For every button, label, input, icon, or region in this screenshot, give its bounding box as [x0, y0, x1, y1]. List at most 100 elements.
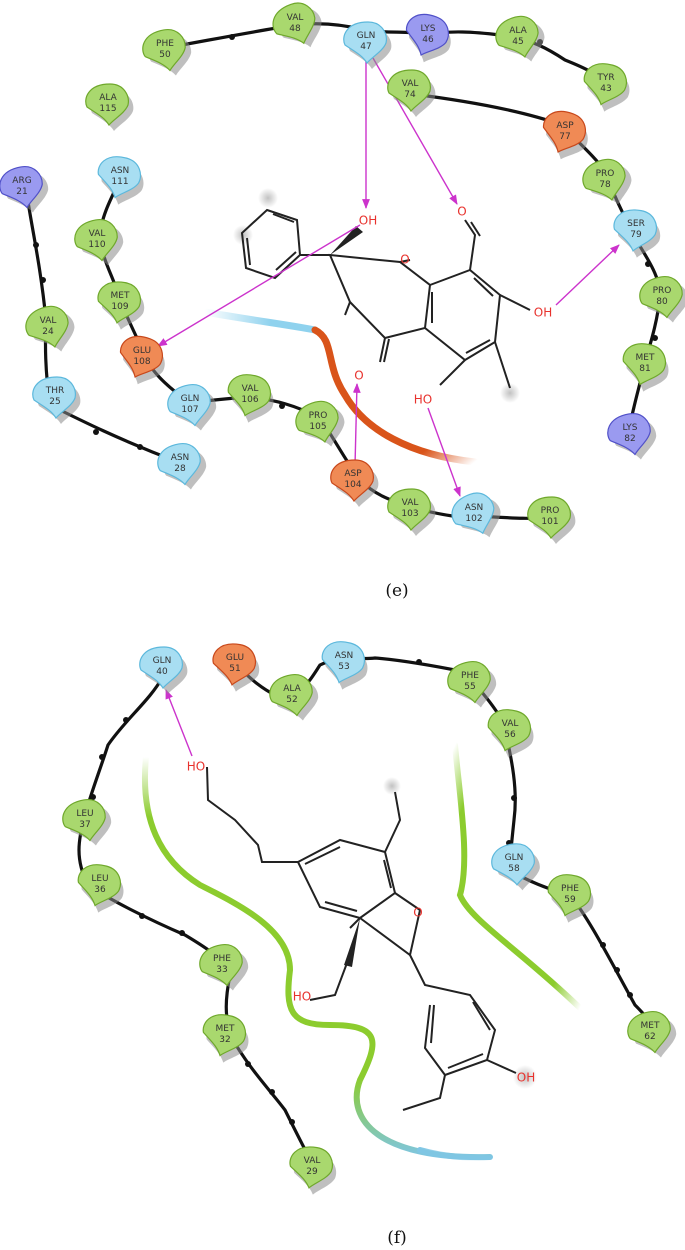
- residue-shape: [212, 643, 260, 692]
- panel-e: OH O O OH O HO VAL48GLN47LYS46ALA45TYR43…: [0, 2, 685, 601]
- residue-name: GLU: [133, 346, 151, 356]
- backbone-dots-f: [90, 659, 633, 1125]
- residue-number: 50: [159, 50, 171, 60]
- residue-number: 33: [216, 965, 227, 975]
- residue-number: 47: [360, 42, 371, 52]
- residue-shape: [142, 29, 192, 76]
- residue-shape: [202, 1014, 249, 1063]
- residue-name: PRO: [596, 169, 615, 179]
- residue-number: 51: [229, 664, 240, 674]
- residue-shape: [622, 343, 669, 392]
- residue-name: PHE: [561, 884, 579, 894]
- atom-o-ring-f: O: [413, 906, 422, 920]
- residue-name: ALA: [509, 26, 527, 36]
- residue-name: ASP: [344, 469, 362, 479]
- residue-number: 36: [94, 885, 106, 895]
- residue-number: 37: [79, 820, 90, 830]
- ligand-bonds-f: [206, 766, 517, 1111]
- residue-number: 53: [338, 662, 349, 672]
- residue-number: 46: [422, 35, 434, 45]
- residue-number: 103: [401, 509, 418, 519]
- residue-number: 111: [111, 177, 128, 187]
- residue-shape: [527, 496, 576, 544]
- residue-shape: [62, 799, 112, 846]
- residue-shape: [167, 384, 217, 431]
- residue-name: ASN: [171, 453, 190, 463]
- residue-shape: [272, 2, 322, 48]
- residues-e: VAL48GLN47LYS46ALA45TYR43PHE50VAL74ASP77…: [0, 2, 685, 544]
- residue-name: PRO: [653, 286, 672, 296]
- residue-name: GLU: [226, 653, 244, 663]
- residue-name: PHE: [213, 954, 231, 964]
- residue-name: LEU: [76, 809, 93, 819]
- residue-shape: [387, 69, 436, 117]
- residue-name: MET: [111, 291, 130, 301]
- residue-name: GLN: [181, 394, 200, 404]
- residue-number: 48: [289, 24, 301, 34]
- residue-name: VAL: [304, 1156, 321, 1166]
- pocket-surface-polar-f: [417, 1147, 495, 1161]
- residue-number: 106: [241, 395, 258, 405]
- residue-name: PRO: [309, 411, 328, 421]
- residue-name: VAL: [287, 13, 304, 23]
- residue-name: TYR: [596, 73, 614, 83]
- residue-shape: [74, 219, 124, 266]
- residue-shape: [607, 413, 657, 460]
- residues-f: GLN40GLU51ALA52ASN53PHE55VAL56LEU37LEU36…: [62, 641, 677, 1195]
- residue-name: THR: [45, 386, 65, 396]
- residue-name: LEU: [91, 874, 108, 884]
- residue-shape: [97, 281, 145, 330]
- residue-number: 21: [16, 187, 27, 197]
- residue-shape: [451, 492, 501, 538]
- residue-shape: [343, 21, 392, 69]
- residue-name: LYS: [622, 423, 637, 433]
- residue-number: 104: [344, 480, 361, 490]
- residue-shape: [97, 156, 144, 205]
- residue-name: LYS: [420, 24, 435, 34]
- residue-shape: [199, 944, 249, 991]
- residue-name: GLN: [153, 656, 172, 666]
- residue-name: ALA: [283, 684, 301, 694]
- ligand-bonds-e: [240, 208, 531, 389]
- residue-name: ASP: [556, 121, 574, 131]
- caption-e: (e): [385, 581, 408, 601]
- residue-shape: [77, 864, 124, 913]
- residue-number: 43: [600, 84, 611, 94]
- residue-number: 62: [644, 1032, 655, 1042]
- residue-number: 40: [156, 667, 168, 677]
- residue-name: MET: [636, 353, 655, 363]
- atom-ho-2: HO: [293, 990, 311, 1004]
- residue-number: 108: [133, 357, 150, 367]
- residue-shape: [639, 276, 685, 323]
- residue-shape: [583, 63, 630, 112]
- residue-shape: [487, 709, 534, 758]
- hbond-arrows-f: [165, 689, 193, 757]
- residue-shape: [85, 83, 134, 131]
- residue-shape: [542, 110, 588, 160]
- residue-name: VAL: [502, 719, 519, 729]
- residue-shape: [405, 13, 451, 63]
- residue-shape: [495, 15, 545, 62]
- residue-number: 78: [599, 180, 611, 190]
- panel-f: HO O HO OH GLN40GLU51ALA52ASN53PHE55VAL5…: [62, 641, 677, 1248]
- residue-name: GLN: [357, 31, 376, 41]
- residue-shape: [330, 459, 379, 507]
- residue-number: 107: [181, 405, 198, 415]
- residue-name: VAL: [89, 229, 106, 239]
